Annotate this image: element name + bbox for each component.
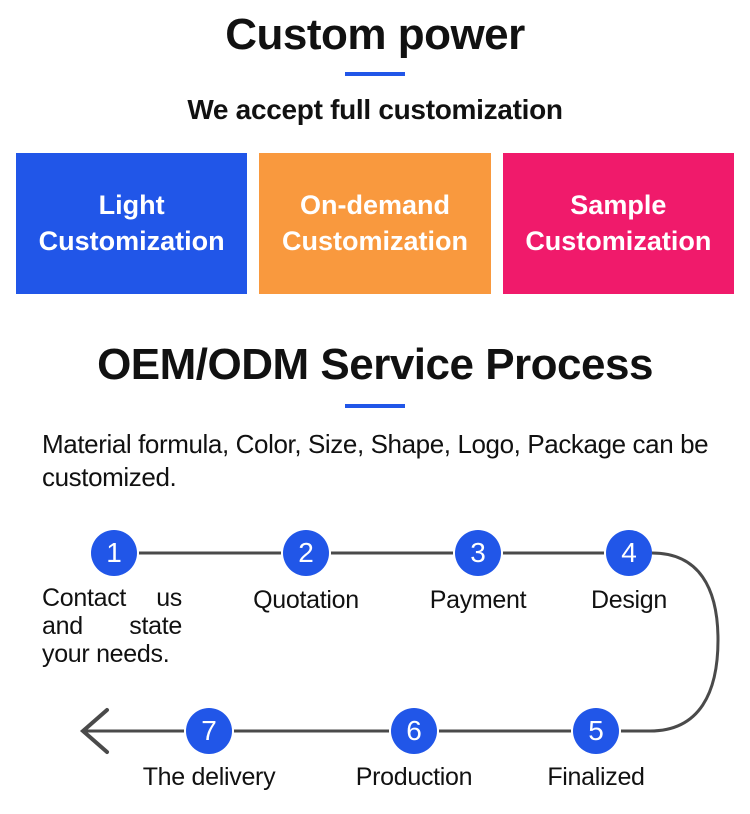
box-label: Light Customization bbox=[38, 189, 225, 257]
step-number: 4 bbox=[621, 537, 637, 569]
step-label-production: Production bbox=[355, 763, 473, 792]
box-sample-customization: Sample Customization bbox=[502, 152, 734, 294]
box-light-customization: Light Customization bbox=[16, 152, 248, 294]
step-circle-7: 7 bbox=[186, 708, 232, 755]
flow-connector-lines bbox=[79, 551, 720, 755]
step-number: 3 bbox=[470, 537, 486, 569]
step-circle-3: 3 bbox=[455, 530, 501, 577]
step-label-quotation: Quotation bbox=[253, 586, 359, 615]
step-number: 2 bbox=[298, 537, 314, 569]
title-divider bbox=[345, 71, 405, 76]
step-number: 6 bbox=[406, 715, 422, 747]
box-on-demand-customization: On-demand Customization bbox=[259, 152, 491, 294]
step-label-the-delivery: The delivery bbox=[142, 763, 276, 792]
process-flow-diagram: 1 2 3 4 5 6 7 Contact us and state your … bbox=[0, 520, 750, 814]
left-arrow-icon bbox=[79, 708, 109, 755]
step-number: 7 bbox=[201, 715, 217, 747]
step-circle-6: 6 bbox=[391, 708, 437, 755]
step-circle-2: 2 bbox=[283, 530, 329, 577]
step-label-payment: Payment bbox=[429, 586, 527, 615]
step-label-contact-us: Contact us and state your needs. bbox=[42, 584, 182, 669]
step-number: 1 bbox=[106, 537, 122, 569]
step-number: 5 bbox=[588, 715, 604, 747]
step-label-design: Design bbox=[590, 586, 668, 615]
page-title: Custom power bbox=[225, 10, 525, 59]
box-label: Sample Customization bbox=[525, 189, 712, 257]
box-label: On-demand Customization bbox=[281, 189, 468, 257]
step-circle-5: 5 bbox=[573, 708, 619, 755]
step-label-finalized: Finalized bbox=[547, 763, 645, 792]
step-circle-4: 4 bbox=[606, 530, 652, 577]
customization-boxes: Light Customization On-demand Customizat… bbox=[0, 152, 750, 294]
page-subtitle: We accept full customization bbox=[187, 93, 563, 125]
process-description: Material formula, Color, Size, Shape, Lo… bbox=[42, 429, 709, 493]
step-circle-1: 1 bbox=[91, 530, 137, 577]
process-divider bbox=[345, 404, 405, 409]
process-heading: OEM/ODM Service Process bbox=[97, 339, 653, 389]
